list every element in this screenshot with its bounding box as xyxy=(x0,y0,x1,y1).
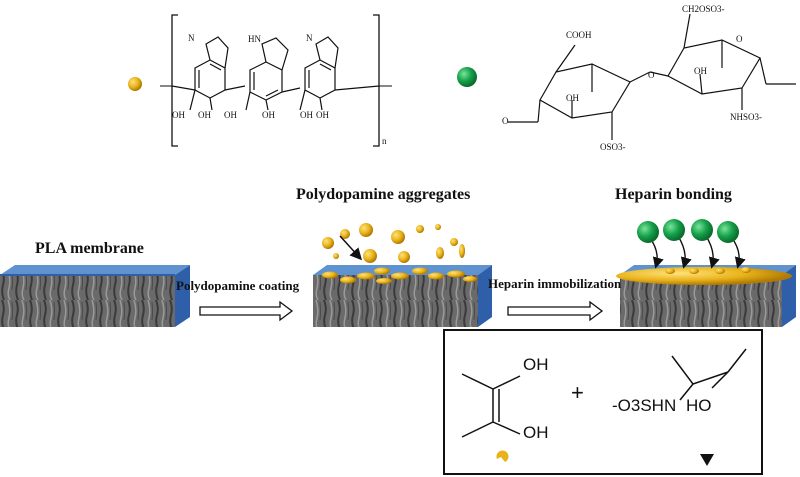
step-label-immobilization: Heparin immobilization xyxy=(488,276,622,291)
heparin-o-label-3: O xyxy=(736,34,743,44)
pdopa-oh-label-4: OH xyxy=(262,110,275,120)
pdopa-repeat-n: n xyxy=(382,136,387,146)
legend-ho-label: HO xyxy=(686,396,712,415)
heparin-oso3-label: OSO3- xyxy=(600,142,626,152)
catechol-pacman-icon xyxy=(496,450,509,462)
polydopamine-structure xyxy=(128,14,392,147)
heparin-oh-label-1: OH xyxy=(566,93,579,103)
pdopa-oh-label-6: OH xyxy=(316,110,329,120)
stage-title-polydopamine-aggregates: Polydopamine aggregates xyxy=(296,186,471,203)
legend-oh-top: OH xyxy=(523,355,549,374)
heparin-triangle-icon xyxy=(700,454,714,466)
legend-oh-bottom: OH xyxy=(523,423,549,442)
pla-membrane-3 xyxy=(616,219,796,327)
pdopa-n-label-3: N xyxy=(306,33,313,43)
heparin-ch2oso3-label: CH2OSO3- xyxy=(682,4,725,14)
heparin-nhso3-label: NHSO3- xyxy=(730,112,763,122)
heparin-structure xyxy=(457,13,796,140)
step-label-coating: Polydopamine coating xyxy=(176,278,300,293)
legend-plus: + xyxy=(571,380,584,405)
legend-box xyxy=(443,329,763,475)
heparin-o-label-2: O xyxy=(648,70,655,80)
pla-membrane-2 xyxy=(313,223,492,327)
legend-sulfonamide-label: -O3SHN xyxy=(612,396,677,415)
polydopamine-ball-icon xyxy=(128,77,142,91)
heparin-cooh-label: COOH xyxy=(566,30,592,40)
pdopa-oh-label-2: OH xyxy=(198,110,211,120)
pdopa-oh-label-1: OH xyxy=(172,110,185,120)
heparin-oh-label-2: OH xyxy=(694,66,707,76)
pla-membrane-1 xyxy=(0,265,190,327)
stage-title-heparin-bonding: Heparin bonding xyxy=(615,186,732,203)
pdopa-oh-label-3: OH xyxy=(224,110,237,120)
pdopa-n-label-1: N xyxy=(188,33,195,43)
legend-structures xyxy=(461,348,747,438)
pdopa-oh-label-5: OH xyxy=(300,110,313,120)
heparin-o-label-1: O xyxy=(502,116,509,126)
stage-title-pla-membrane: PLA membrane xyxy=(35,240,144,257)
heparin-ball-icon xyxy=(457,67,477,87)
pdopa-n-label-2: HN xyxy=(248,34,261,44)
process-arrows xyxy=(199,300,604,322)
